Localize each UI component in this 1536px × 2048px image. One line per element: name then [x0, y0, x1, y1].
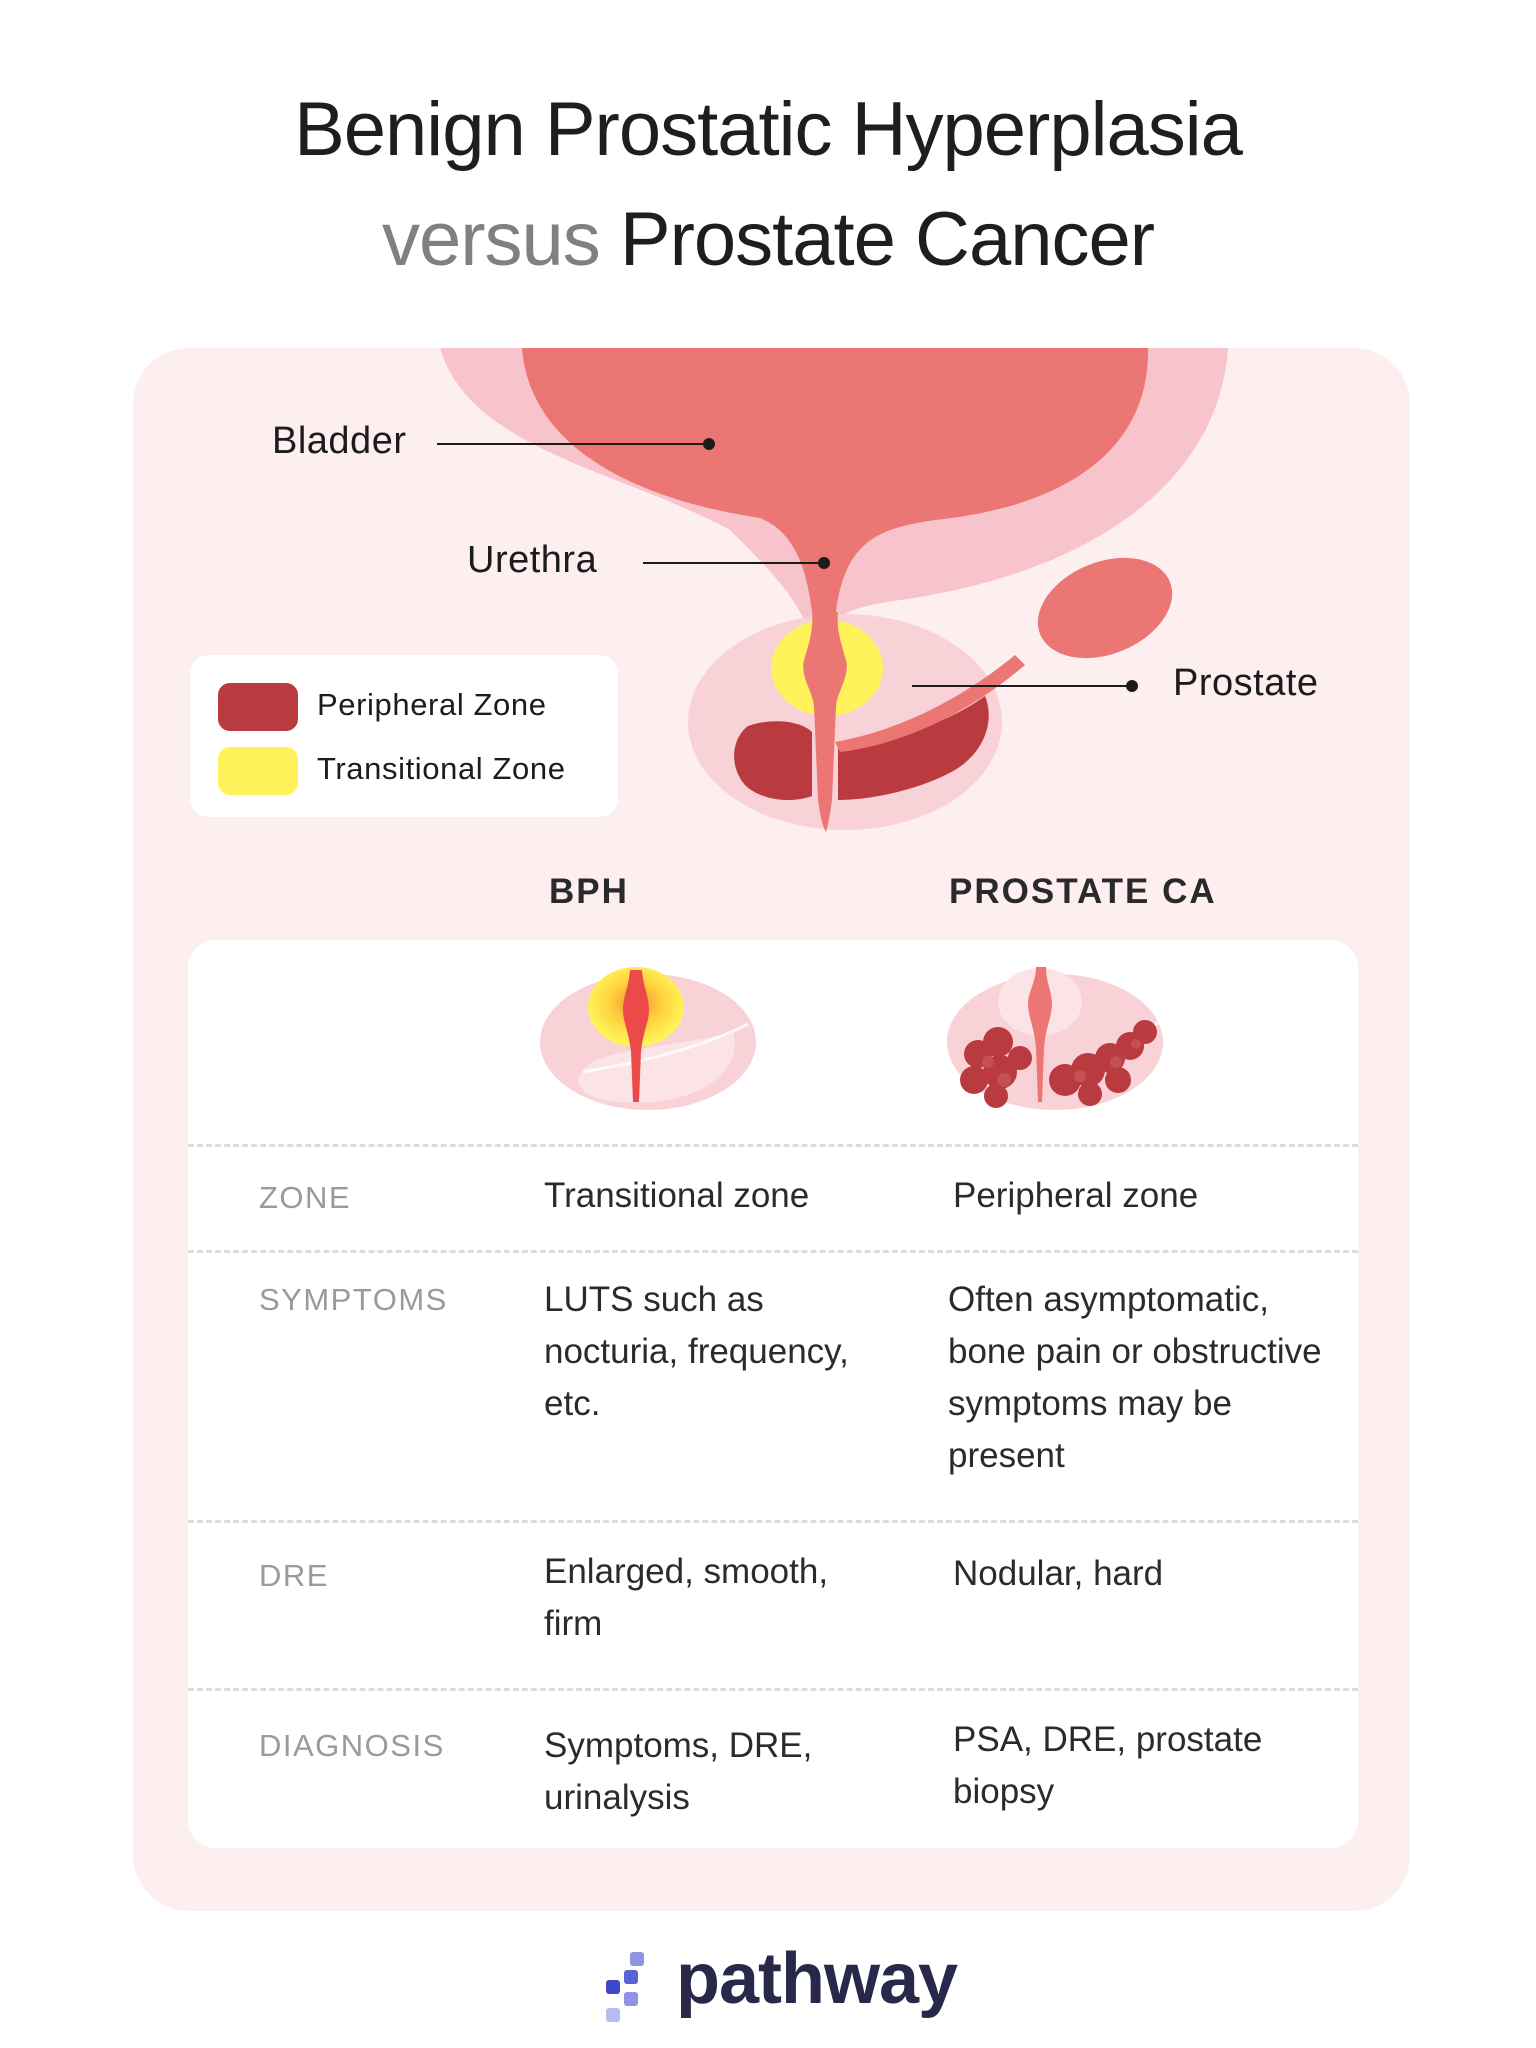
legend-peripheral-label: Peripheral Zone [317, 687, 547, 722]
bladder-leader-line [437, 443, 709, 445]
peripheral-zone-left [734, 721, 812, 801]
pathway-logo: pathway [600, 1938, 960, 2034]
page-title-line-2: versus Prostate Cancer [0, 196, 1536, 283]
row-divider [188, 1250, 1358, 1253]
zone-legend: Peripheral Zone Transitional Zone [190, 655, 618, 817]
column-header-bph: BPH [549, 872, 629, 911]
bph-symptoms-value: LUTS such as nocturia, frequency, etc. [544, 1280, 849, 1423]
anatomy-illustration [440, 348, 1228, 832]
transitional-zone-swatch [218, 747, 298, 795]
row-label-symptoms: SYMPTOMS [259, 1282, 448, 1317]
urethra [803, 612, 847, 832]
ejaculatory-duct [835, 655, 1025, 752]
row-divider [188, 1688, 1358, 1691]
comparison-table: ZONE Transitional zone Peripheral zone S… [188, 940, 1358, 1848]
prostate-leader-line [912, 685, 1130, 687]
urethra-label: Urethra [467, 539, 598, 581]
prostate-label: Prostate [1173, 662, 1319, 704]
bladder-label: Bladder [272, 420, 407, 462]
title-text-2: Prostate Cancer [619, 197, 1155, 282]
legend-transitional-label: Transitional Zone [317, 751, 566, 786]
prostate-ca-illustration [947, 967, 1163, 1110]
bph-dre-value: Enlarged, smooth, firm [544, 1552, 829, 1643]
row-label-zone: ZONE [259, 1180, 352, 1215]
page-title-line-1: Benign Prostatic Hyperplasia [0, 86, 1536, 173]
pathway-logo-mark-icon [606, 1952, 644, 2022]
column-header-prostate-ca: PROSTATE CA [949, 872, 1217, 911]
row-divider [188, 1144, 1358, 1147]
ca-zone-value: Peripheral zone [953, 1176, 1199, 1215]
bph-prostate-illustration [540, 967, 756, 1110]
peripheral-zone-swatch [218, 683, 298, 731]
bladder [522, 348, 1149, 612]
ca-dre-value: Nodular, hard [953, 1554, 1164, 1593]
urethra-pointer-dot [818, 557, 830, 569]
row-label-dre: DRE [259, 1558, 329, 1593]
bladder-pointer-dot [703, 438, 715, 450]
bph-diagnosis-value: Symptoms, DRE, urinalysis [544, 1726, 813, 1817]
bph-zone-value: Transitional zone [544, 1176, 810, 1215]
urethra-leader-line [643, 562, 823, 564]
ca-symptoms-value: Often asymptomatic, bone pain or obstruc… [948, 1280, 1322, 1475]
prostate-pointer-dot [1126, 680, 1138, 692]
row-label-diagnosis: DIAGNOSIS [259, 1728, 445, 1763]
title-versus: versus [381, 197, 601, 282]
ca-diagnosis-value: PSA, DRE, prostate biopsy [953, 1720, 1263, 1811]
row-divider [188, 1520, 1358, 1523]
title-text-1: Benign Prostatic Hyperplasia [294, 87, 1243, 172]
seminal-vesicle [1037, 557, 1173, 659]
pathway-logo-wordmark: pathway [676, 1939, 958, 2019]
peripheral-zone-right [838, 696, 989, 800]
